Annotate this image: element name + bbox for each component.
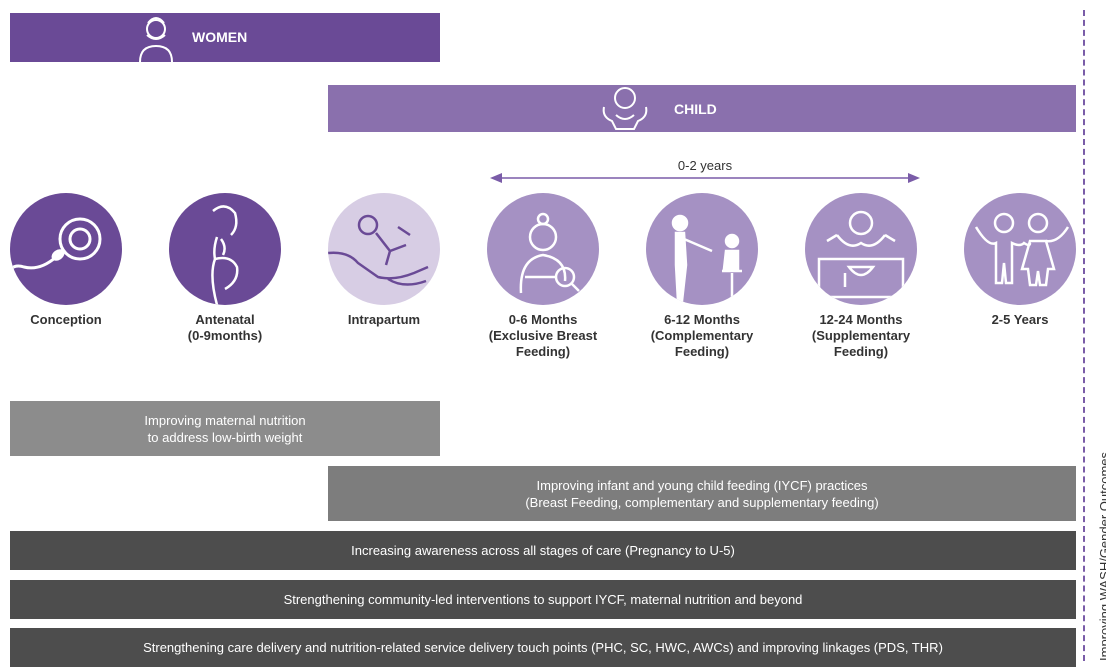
stage-antenatal: Antenatal (0-9months)	[155, 193, 295, 344]
bar-awareness: Increasing awareness across all stages o…	[10, 531, 1076, 570]
age-span-arrow	[490, 173, 920, 183]
side-label: Improving WASH/Gender Outcomes	[1097, 451, 1106, 661]
age-span-label: 0-2 years	[677, 158, 733, 173]
breastfeeding-mother-icon	[487, 193, 599, 305]
child-eating-icon	[805, 193, 917, 305]
stage-label: 2-5 Years	[991, 312, 1049, 327]
women-banner-label: WOMEN	[192, 29, 248, 45]
bar-community-interventions: Strengthening community-led intervention…	[10, 580, 1076, 619]
adult-feeding-child-icon	[646, 193, 758, 305]
pregnant-woman-icon	[169, 193, 281, 305]
bar-iycf-practices: Improving infant and young child feeding…	[328, 466, 1076, 521]
stage-0-6-months: 0-6 Months (Exclusive Breast Feeding)	[473, 193, 613, 360]
baby-icon	[598, 85, 652, 135]
bar-label: Improving maternal nutrition to address …	[144, 412, 306, 445]
women-banner: WOMEN	[10, 13, 440, 65]
stage-label: Intrapartum	[347, 312, 421, 327]
stage-label: 6-12 Months (Complementary Feeding)	[650, 312, 754, 359]
stage-label: 12-24 Months (Supplementary Feeding)	[811, 312, 911, 359]
two-children-icon	[964, 193, 1076, 305]
stage-2-5-years: 2-5 Years	[950, 193, 1090, 328]
woman-icon	[134, 13, 178, 65]
dashed-divider	[1083, 10, 1085, 661]
bar-care-delivery: Strengthening care delivery and nutritio…	[10, 628, 1076, 667]
stage-label: Conception	[30, 312, 102, 327]
bar-label: Increasing awareness across all stages o…	[351, 543, 735, 558]
sperm-egg-icon	[10, 193, 122, 305]
child-banner-label: CHILD	[674, 101, 717, 117]
stage-intrapartum: Intrapartum	[314, 193, 454, 328]
stage-12-24-months: 12-24 Months (Supplementary Feeding)	[791, 193, 931, 360]
bar-label: Improving infant and young child feeding…	[525, 477, 879, 510]
stage-conception: Conception	[0, 193, 136, 328]
stage-6-12-months: 6-12 Months (Complementary Feeding)	[632, 193, 772, 360]
bar-label: Strengthening community-led intervention…	[283, 592, 803, 607]
stage-label: Antenatal (0-9months)	[187, 312, 263, 343]
stage-label: 0-6 Months (Exclusive Breast Feeding)	[488, 312, 598, 359]
bar-label: Strengthening care delivery and nutritio…	[143, 640, 943, 655]
bar-maternal-nutrition: Improving maternal nutrition to address …	[10, 401, 440, 456]
newborn-in-hands-icon	[328, 193, 440, 305]
child-banner: CHILD	[328, 85, 1076, 132]
